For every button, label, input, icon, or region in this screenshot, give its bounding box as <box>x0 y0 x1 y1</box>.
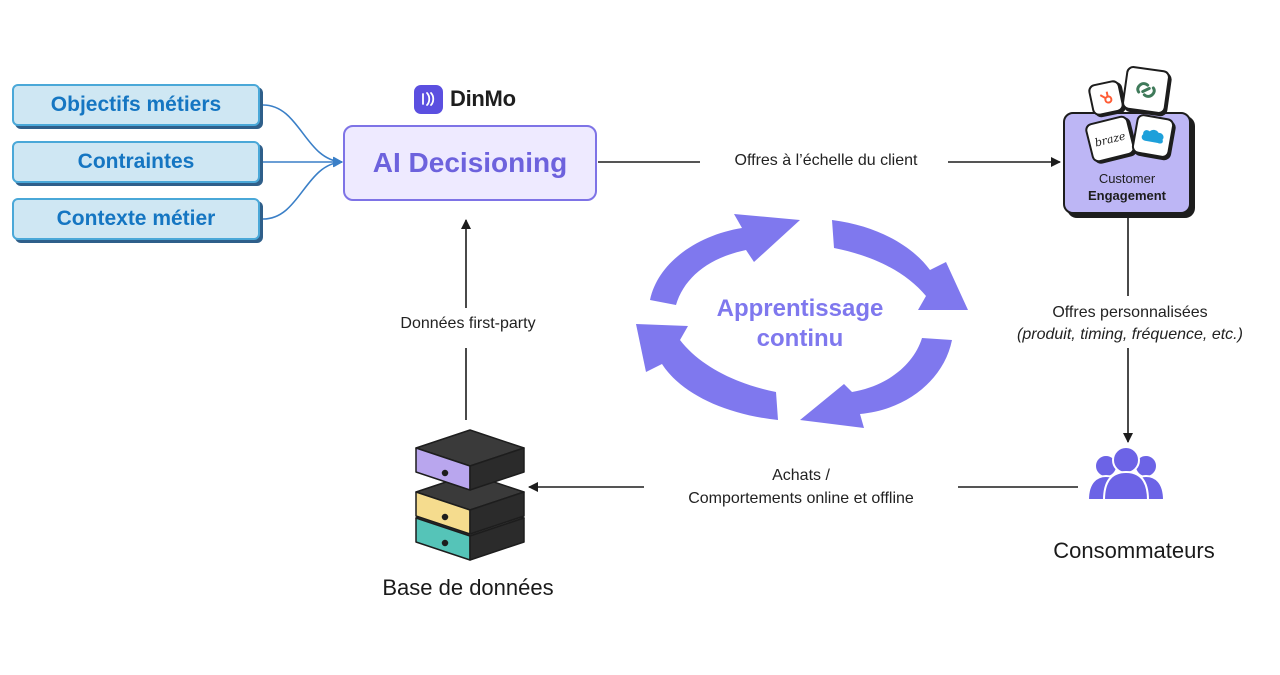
customer-engagement-text: Customer Engagement <box>1065 170 1189 204</box>
input-constraints: Contraintes <box>12 141 260 183</box>
brand: DinMo <box>414 84 516 114</box>
hubspot-icon <box>1087 79 1125 117</box>
input-business-objectives-label: Objectifs métiers <box>50 93 222 116</box>
loop-arrow-bottom-right <box>800 338 952 428</box>
connector-objectives <box>262 104 343 167</box>
continuous-learning-label: Apprentissage continu <box>680 294 920 354</box>
flow-arrows <box>461 157 1133 492</box>
server-stack-icon <box>415 429 525 561</box>
continuous-learning-line1: Apprentissage <box>716 295 884 322</box>
circular-arrows-icon <box>636 214 968 428</box>
input-constraints-label: Contraintes <box>77 150 195 173</box>
purchases-line1: Achats / <box>772 467 830 484</box>
braze-wordmark: braze <box>1093 128 1127 150</box>
consumers-label: Consommateurs <box>1053 538 1215 563</box>
input-business-objectives: Objectifs métiers <box>12 84 260 126</box>
loop-arrow-bottom-left <box>636 324 778 420</box>
personalized-offers-line2: (produit, timing, fréquence, etc.) <box>1017 326 1243 343</box>
input-business-context: Contexte métier <box>12 198 260 240</box>
brand-name: DinMo <box>450 86 516 111</box>
offers-scale-label: Offres à l’échelle du client <box>734 152 918 169</box>
salesforce-icon <box>1130 113 1176 159</box>
input-business-context-label: Contexte métier <box>56 207 216 230</box>
people-icon <box>1086 446 1166 501</box>
purchases-line2: Comportements online et offline <box>688 490 914 507</box>
loop-arrow-top-right <box>832 220 968 310</box>
database-label: Base de données <box>382 575 554 600</box>
continuous-learning-line2: continu <box>756 325 844 352</box>
customer-engagement-line1: Customer <box>1098 171 1156 186</box>
segment-icon <box>1121 65 1171 115</box>
server-top <box>415 429 525 491</box>
server-middle <box>415 473 525 535</box>
ai-decisioning-box: AI Decisioning <box>343 125 597 201</box>
loop-arrow-top-left <box>650 214 800 305</box>
customer-engagement-line2: Engagement <box>1087 188 1166 203</box>
first-party-label: Données first-party <box>400 315 536 332</box>
personalized-offers-label: Offres personnalisées (produit, timing, … <box>990 304 1270 344</box>
dinmo-logo-icon <box>414 84 443 114</box>
personalized-offers-line1: Offres personnalisées <box>1052 304 1208 321</box>
purchases-label: Achats / Comportements online et offline <box>636 464 966 510</box>
input-connectors <box>262 104 343 220</box>
connector-context <box>262 157 343 220</box>
ai-decisioning-label: AI Decisioning <box>372 147 568 178</box>
